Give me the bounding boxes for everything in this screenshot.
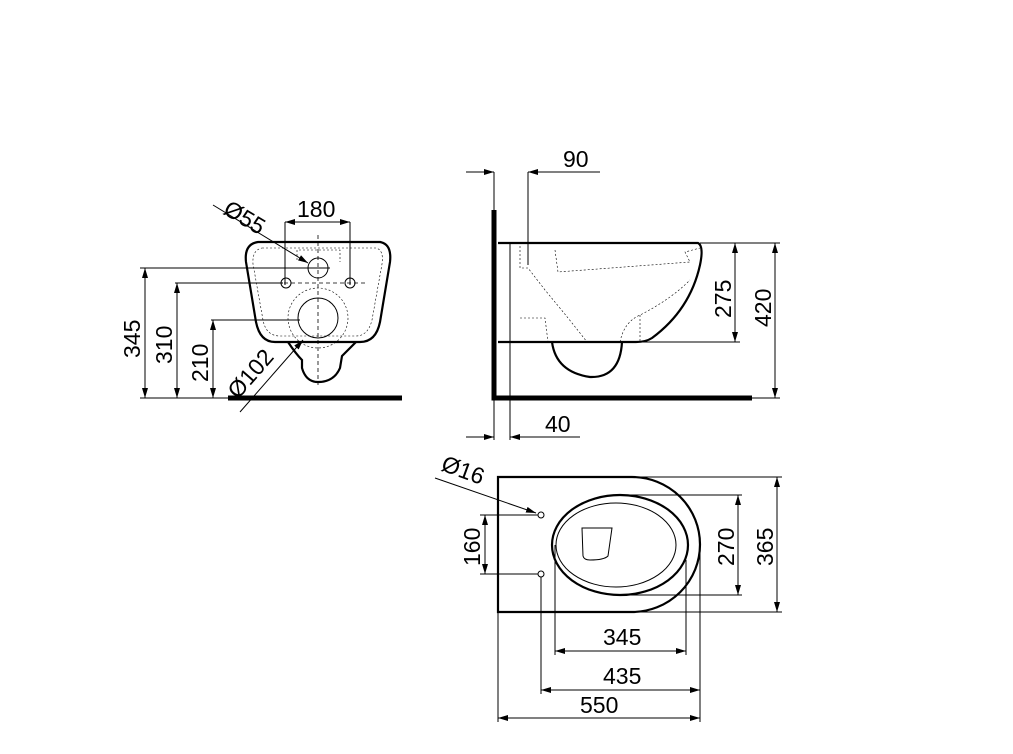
dim-90: 90: [563, 146, 589, 172]
dim-310: 310: [151, 326, 177, 364]
front-view: 180 Ø55 345 310 210 Ø102: [119, 195, 402, 413]
dim-550: 550: [580, 692, 618, 718]
dim-435: 435: [603, 663, 641, 689]
outlet-circle: [297, 297, 339, 339]
dim-160: 160: [459, 528, 485, 566]
seat-outline: [550, 493, 690, 597]
dim-365: 365: [752, 528, 778, 566]
top-view: Ø16 160 270 365 345 435 550: [434, 450, 782, 722]
dim-diameter-16: Ø16: [438, 450, 488, 489]
top-fixing-hole-1: [537, 511, 545, 519]
dim-40: 40: [545, 411, 571, 437]
dim-diameter-102: Ø102: [222, 344, 279, 404]
dim-345-length: 345: [603, 624, 641, 650]
outlet-shape: [581, 527, 613, 561]
top-fixing-hole-2: [537, 570, 545, 578]
dim-210: 210: [187, 344, 213, 382]
side-bowl-outline: [498, 241, 703, 344]
side-trap: [550, 341, 624, 379]
dim-270: 270: [713, 528, 739, 566]
front-trap: [287, 341, 357, 384]
front-bowl-outline: [244, 240, 392, 344]
side-view: 90 40 275 420: [466, 146, 780, 440]
dim-diameter-55: Ø55: [219, 195, 270, 240]
dim-180: 180: [297, 196, 335, 222]
dim-420: 420: [750, 289, 776, 327]
dim-345: 345: [119, 320, 145, 358]
dim-275: 275: [710, 280, 736, 318]
